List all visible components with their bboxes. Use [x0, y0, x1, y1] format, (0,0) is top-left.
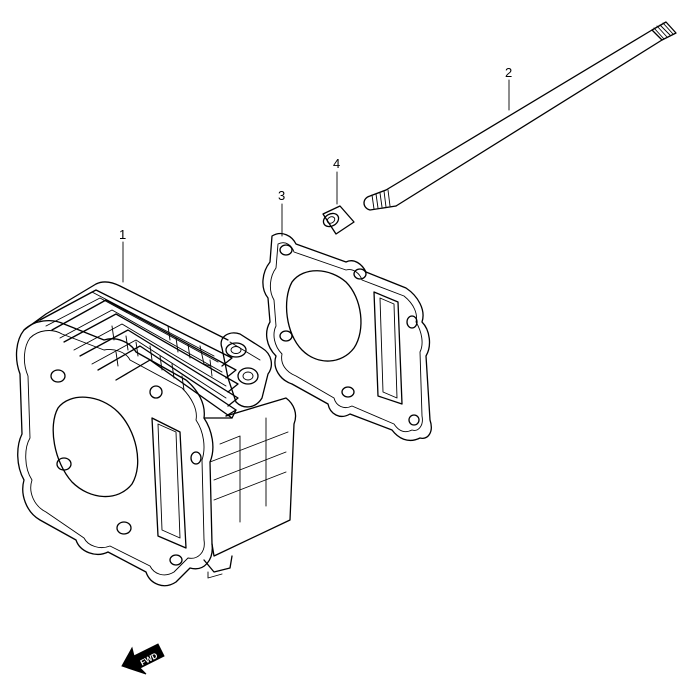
cylinder-block[interactable]	[15, 281, 297, 587]
callout-3: 3	[278, 188, 285, 237]
callout-2: 2	[505, 65, 512, 111]
callout-4-label: 4	[333, 156, 340, 171]
forward-arrow-icon: FWD	[121, 643, 165, 675]
callout-1: 1	[119, 227, 126, 283]
callout-3-label: 3	[278, 188, 285, 203]
callout-2-label: 2	[505, 65, 512, 80]
dowel-pin[interactable]	[321, 205, 355, 235]
callout-1-label: 1	[119, 227, 126, 242]
cylinder-gasket[interactable]	[262, 232, 432, 442]
callout-4: 4	[333, 156, 340, 205]
stud-bolt[interactable]	[363, 21, 677, 211]
